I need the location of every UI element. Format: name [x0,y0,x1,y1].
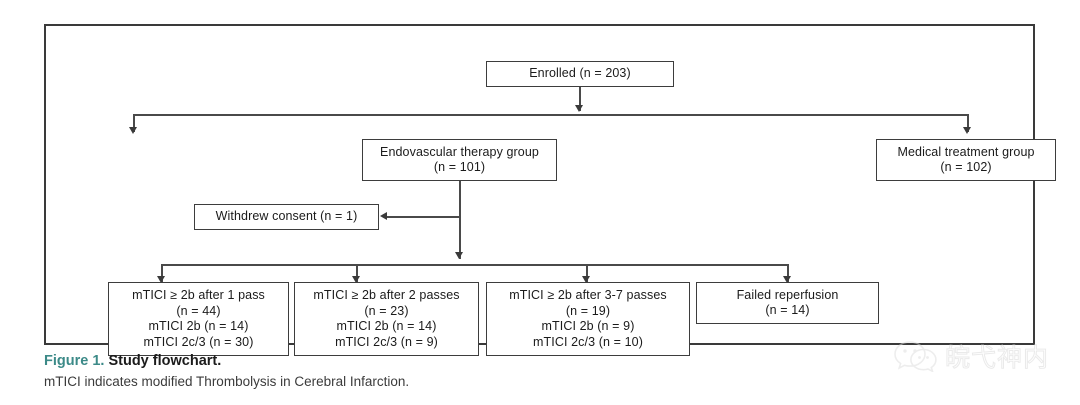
node-pass2-line-2: (n = 23) [364,303,409,318]
node-pass2-line-1: mTICI ≥ 2b after 2 passes [313,288,460,302]
node-pass37-line-1: mTICI ≥ 2b after 3-7 passes [509,288,667,302]
node-pass2-line-3: mTICI 2b (n = 14) [336,319,437,333]
node-pass1-line-1: mTICI ≥ 2b after 1 pass [132,288,265,302]
connector-drop-medical [967,114,969,132]
node-mtici-1-pass: mTICI ≥ 2b after 1 pass (n = 44) mTICI 2… [108,282,289,356]
node-endovascular-line-2: (n = 101) [433,160,486,174]
arrowhead-pass1 [157,276,165,283]
node-withdrew-line-1: Withdrew consent (n = 1) [215,209,358,224]
node-endovascular-therapy-group: Endovascular therapy group (n = 101) [362,139,557,181]
figure-title-text: Study flowchart. [108,353,222,369]
arrowhead-endovascular [129,127,137,134]
connector-drop-failed [787,264,789,282]
node-failed-reperfusion: Failed reperfusion (n = 14) [696,282,879,324]
connector-drop-pass2 [356,264,358,282]
arrowhead-pass2 [352,276,360,283]
node-failed-line-2: (n = 14) [765,303,810,317]
node-medical-line-2: (n = 102) [940,160,992,174]
node-medical-treatment-group: Medical treatment group (n = 102) [876,139,1056,181]
connector-drop-pass37 [586,264,588,282]
arrowhead-endovascular-trunk [455,252,463,259]
node-pass1-line-4: mTICI 2c/3 (n = 30) [143,334,254,349]
node-pass37-line-2: (n = 19) [565,303,611,318]
node-failed-line-1: Failed reperfusion [736,287,839,302]
watermark-text: 皖弋神内 [944,342,1050,372]
arrowhead-withdrew [380,212,387,220]
node-enrolled-line-1: Enrolled (n = 203) [529,66,631,81]
connector-enrolled-down [579,87,581,111]
watermark: 皖弋神内 [893,338,1049,377]
arrowhead-pass37 [582,276,590,283]
figure-caption: Figure 1. Study flowchart. mTICI indicat… [44,352,744,391]
caption-note: mTICI indicates modified Thrombolysis in… [44,374,410,389]
connector-level1-split-bar [133,114,969,116]
node-mtici-2-passes: mTICI ≥ 2b after 2 passes (n = 23) mTICI… [294,282,479,356]
connector-outcomes-split-bar [161,264,788,266]
caption-title-line: Figure 1. Study flowchart. [44,352,744,371]
wechat-icon [893,338,939,377]
connector-drop-endovascular [133,114,135,132]
node-pass1-line-2: (n = 44) [176,303,221,318]
node-pass2-line-4: mTICI 2c/3 (n = 9) [335,334,438,349]
node-pass1-line-3: mTICI 2b (n = 14) [148,319,249,333]
connector-endovascular-trunk [459,181,461,259]
figure-number-label: Figure 1. [44,353,105,369]
node-mtici-3-7-passes: mTICI ≥ 2b after 3-7 passes (n = 19) mTI… [486,282,690,356]
node-withdrew-consent: Withdrew consent (n = 1) [194,204,379,230]
arrowhead-enrolled-down [575,105,583,112]
connector-withdrew-branch [387,216,460,218]
arrowhead-medical [963,127,971,134]
node-enrolled: Enrolled (n = 203) [486,61,674,87]
node-pass37-line-3: mTICI 2b (n = 9) [541,319,635,333]
figure-frame: Enrolled (n = 203) Endovascular therapy … [44,24,1056,356]
node-pass37-line-4: mTICI 2c/3 (n = 10) [533,334,643,349]
node-endovascular-line-1: Endovascular therapy group [380,144,539,159]
arrowhead-failed [783,276,791,283]
connector-drop-pass1 [161,264,163,282]
node-medical-line-1: Medical treatment group [897,144,1035,159]
